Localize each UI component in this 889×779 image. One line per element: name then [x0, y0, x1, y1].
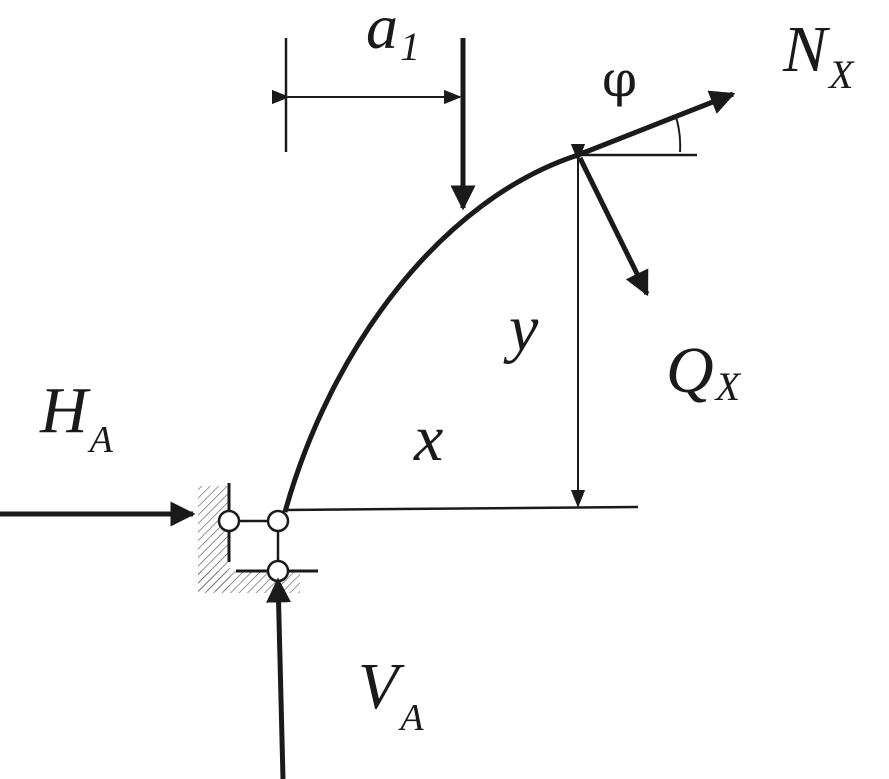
nx-arrow — [577, 90, 736, 158]
support-hinge-bottom — [266, 559, 290, 583]
label-phi: φ — [602, 50, 637, 108]
label-ha: HA — [39, 374, 114, 461]
label-a1: a1 — [366, 0, 420, 69]
label-va: VA — [358, 650, 424, 739]
arch-baseline — [284, 505, 639, 512]
phi-angle-arc — [675, 116, 682, 153]
label-y: y — [503, 292, 539, 365]
support-hinge-top — [266, 509, 290, 533]
label-x: x — [413, 402, 443, 475]
qx-arrow — [577, 156, 650, 297]
support-hinge-left — [217, 509, 241, 533]
arch-curve — [282, 152, 579, 513]
va-arrow — [266, 577, 292, 779]
label-nx: NX — [782, 13, 855, 97]
label-qx: QX — [666, 334, 742, 409]
